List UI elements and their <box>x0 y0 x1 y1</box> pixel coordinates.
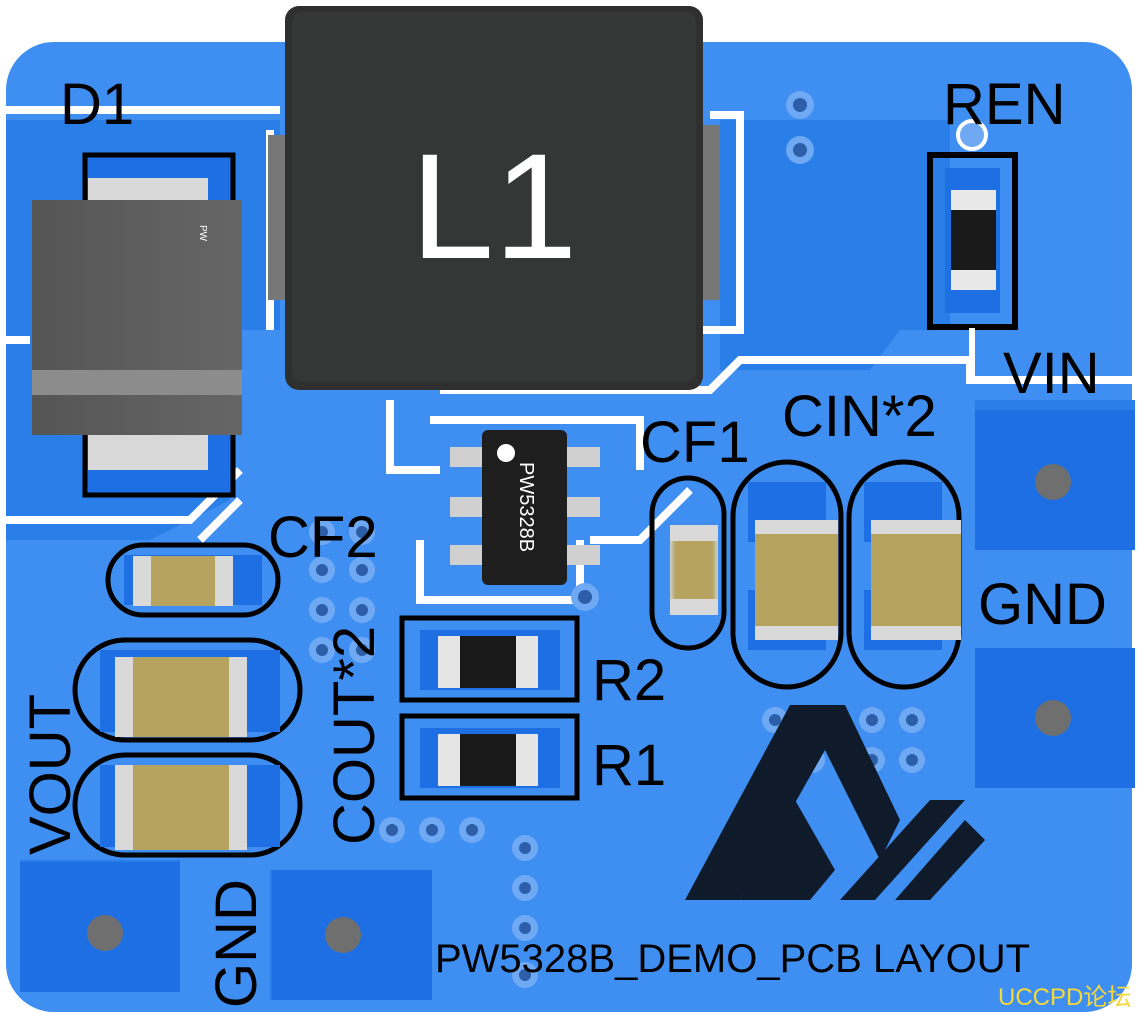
watermark: UCCPD论坛 <box>998 984 1131 1011</box>
label-d1: D1 <box>60 72 134 137</box>
label-gnd-right: GND <box>978 572 1107 637</box>
board-title: PW5328B_DEMO_PCB LAYOUT <box>435 937 1030 981</box>
d1-part-mark: PW <box>197 225 208 242</box>
label-l1: L1 <box>411 122 578 290</box>
capacitor-cout-2 <box>72 752 303 858</box>
diode-d1: PW <box>32 152 242 498</box>
label-vout: VOUT <box>18 694 83 855</box>
ic-marking: PW5328B <box>515 462 537 552</box>
label-r1: R1 <box>592 733 666 798</box>
capacitor-cin-2 <box>846 459 962 690</box>
label-gnd-bottom: GND <box>204 879 269 1008</box>
resistor-r2 <box>399 615 580 703</box>
resistor-r1 <box>399 713 580 801</box>
resistor-ren <box>927 119 1018 380</box>
capacitor-cin-1 <box>730 459 844 690</box>
capacitor-cout-1 <box>72 637 303 743</box>
label-cin: CIN*2 <box>782 384 937 449</box>
test-pads <box>20 410 1135 1000</box>
inductor-l1 <box>268 6 720 390</box>
label-vin: VIN <box>1003 341 1100 406</box>
ic-pw5328b: PW5328B <box>450 430 600 585</box>
label-cf1: CF1 <box>640 410 750 475</box>
capacitor-cf2 <box>105 542 281 618</box>
capacitor-cf1 <box>649 475 727 651</box>
pw-logo <box>685 705 985 900</box>
label-cf2: CF2 <box>268 505 378 570</box>
label-ren: REN <box>943 72 1065 137</box>
label-cout: COUT*2 <box>322 626 387 845</box>
label-r2: R2 <box>592 648 666 713</box>
